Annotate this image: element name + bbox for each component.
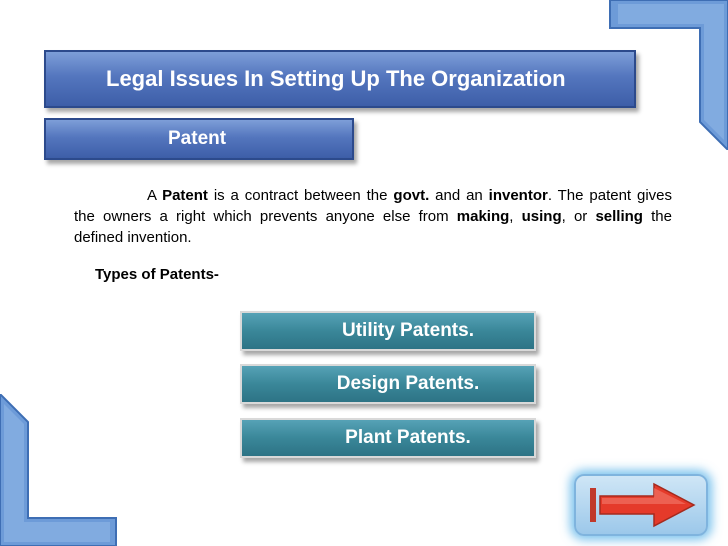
plant-patents-button[interactable]: Plant Patents.: [240, 418, 536, 458]
corner-arrow-bottom-left-icon: [0, 394, 117, 546]
utility-patents-button[interactable]: Utility Patents.: [240, 311, 536, 351]
corner-arrow-top-right-icon: [609, 0, 728, 150]
section-heading: Patent: [44, 118, 354, 160]
next-arrow-icon: [590, 482, 696, 528]
patent-definition: A Patent is a contract between the govt.…: [74, 187, 672, 246]
design-patents-button[interactable]: Design Patents.: [240, 364, 536, 404]
next-slide-button[interactable]: [574, 474, 708, 536]
slide-title: Legal Issues In Setting Up The Organizat…: [44, 50, 636, 108]
types-of-patents-label: Types of Patents-: [95, 266, 219, 283]
